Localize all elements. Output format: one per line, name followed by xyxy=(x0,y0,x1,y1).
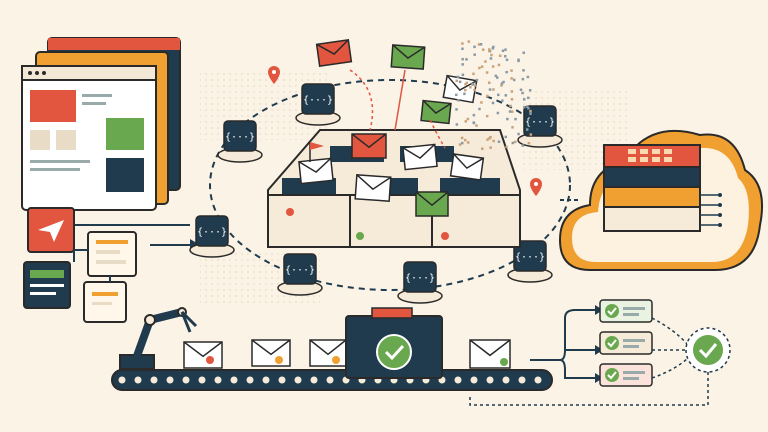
envelope-icon xyxy=(351,133,387,159)
envelope-icon xyxy=(449,153,485,181)
envelope-icon xyxy=(390,44,426,70)
envelope-icon xyxy=(309,339,347,367)
checkmark-icon xyxy=(605,368,619,382)
roller xyxy=(486,376,494,384)
result-card xyxy=(599,299,653,323)
roller xyxy=(502,376,510,384)
roller xyxy=(134,376,142,384)
roller xyxy=(310,376,318,384)
checkmark-icon xyxy=(605,304,619,318)
scanner-gate-icon xyxy=(345,307,443,379)
checkmark-icon xyxy=(605,336,619,350)
send-card xyxy=(27,207,75,253)
dashboard-card xyxy=(23,261,71,309)
conveyor-belt xyxy=(111,369,553,391)
orbit-path xyxy=(209,79,571,291)
cloud-database xyxy=(558,129,764,271)
roller xyxy=(278,376,286,384)
roller xyxy=(166,376,174,384)
database-stack-icon xyxy=(603,144,701,232)
paper-plane-icon xyxy=(38,220,64,242)
roller xyxy=(198,376,206,384)
status-dot xyxy=(206,356,214,364)
api-node-label: {···} xyxy=(525,117,555,128)
document-card xyxy=(83,281,127,323)
robotic-arm-icon xyxy=(119,307,198,370)
curly-braces-icon: {···} xyxy=(277,253,323,296)
status-dot xyxy=(332,356,340,364)
checkmark-icon xyxy=(376,334,412,370)
roller xyxy=(150,376,158,384)
status-dot xyxy=(275,356,283,364)
envelope-icon xyxy=(354,174,392,202)
envelope-icon xyxy=(420,99,452,125)
api-node-label: {···} xyxy=(285,265,315,276)
roller xyxy=(118,376,126,384)
browser-window-stack xyxy=(21,37,181,211)
roller xyxy=(182,376,190,384)
api-node-label: {···} xyxy=(405,273,435,284)
roller xyxy=(262,376,270,384)
api-node-label: {···} xyxy=(303,95,333,106)
envelope-icon xyxy=(442,74,478,104)
routing-lines xyxy=(530,309,595,379)
form-card xyxy=(87,231,137,277)
curly-braces-icon: {···} xyxy=(295,83,341,126)
api-node-label: {···} xyxy=(225,132,255,143)
roller xyxy=(214,376,222,384)
flag-icon xyxy=(309,142,324,162)
envelope-icon xyxy=(251,339,291,367)
status-dot xyxy=(500,358,508,366)
final-approval-checkmark xyxy=(685,327,731,373)
result-card xyxy=(599,363,653,387)
api-node-label: {···} xyxy=(197,227,227,238)
curly-braces-icon: {···} xyxy=(217,120,263,163)
roller xyxy=(246,376,254,384)
envelope-icon xyxy=(402,143,438,171)
roller xyxy=(470,376,478,384)
envelope-icon xyxy=(183,341,223,369)
envelope-icon xyxy=(415,191,449,217)
api-node-label: {···} xyxy=(515,252,545,263)
curly-braces-icon: {···} xyxy=(507,240,553,283)
curly-braces-icon: {···} xyxy=(397,261,443,304)
roller xyxy=(326,376,334,384)
result-card xyxy=(599,331,653,355)
curly-braces-icon: {···} xyxy=(189,215,235,258)
curly-braces-icon: {···} xyxy=(517,105,563,148)
data-particles xyxy=(455,40,533,151)
roller xyxy=(230,376,238,384)
checkmark-icon xyxy=(693,335,723,365)
location-pin-icon xyxy=(268,66,280,84)
location-pin-icon xyxy=(530,178,542,196)
roller xyxy=(454,376,462,384)
roller xyxy=(518,376,526,384)
envelope-icon xyxy=(315,39,353,67)
roller xyxy=(294,376,302,384)
envelope-icon xyxy=(298,157,334,185)
roller xyxy=(534,376,542,384)
